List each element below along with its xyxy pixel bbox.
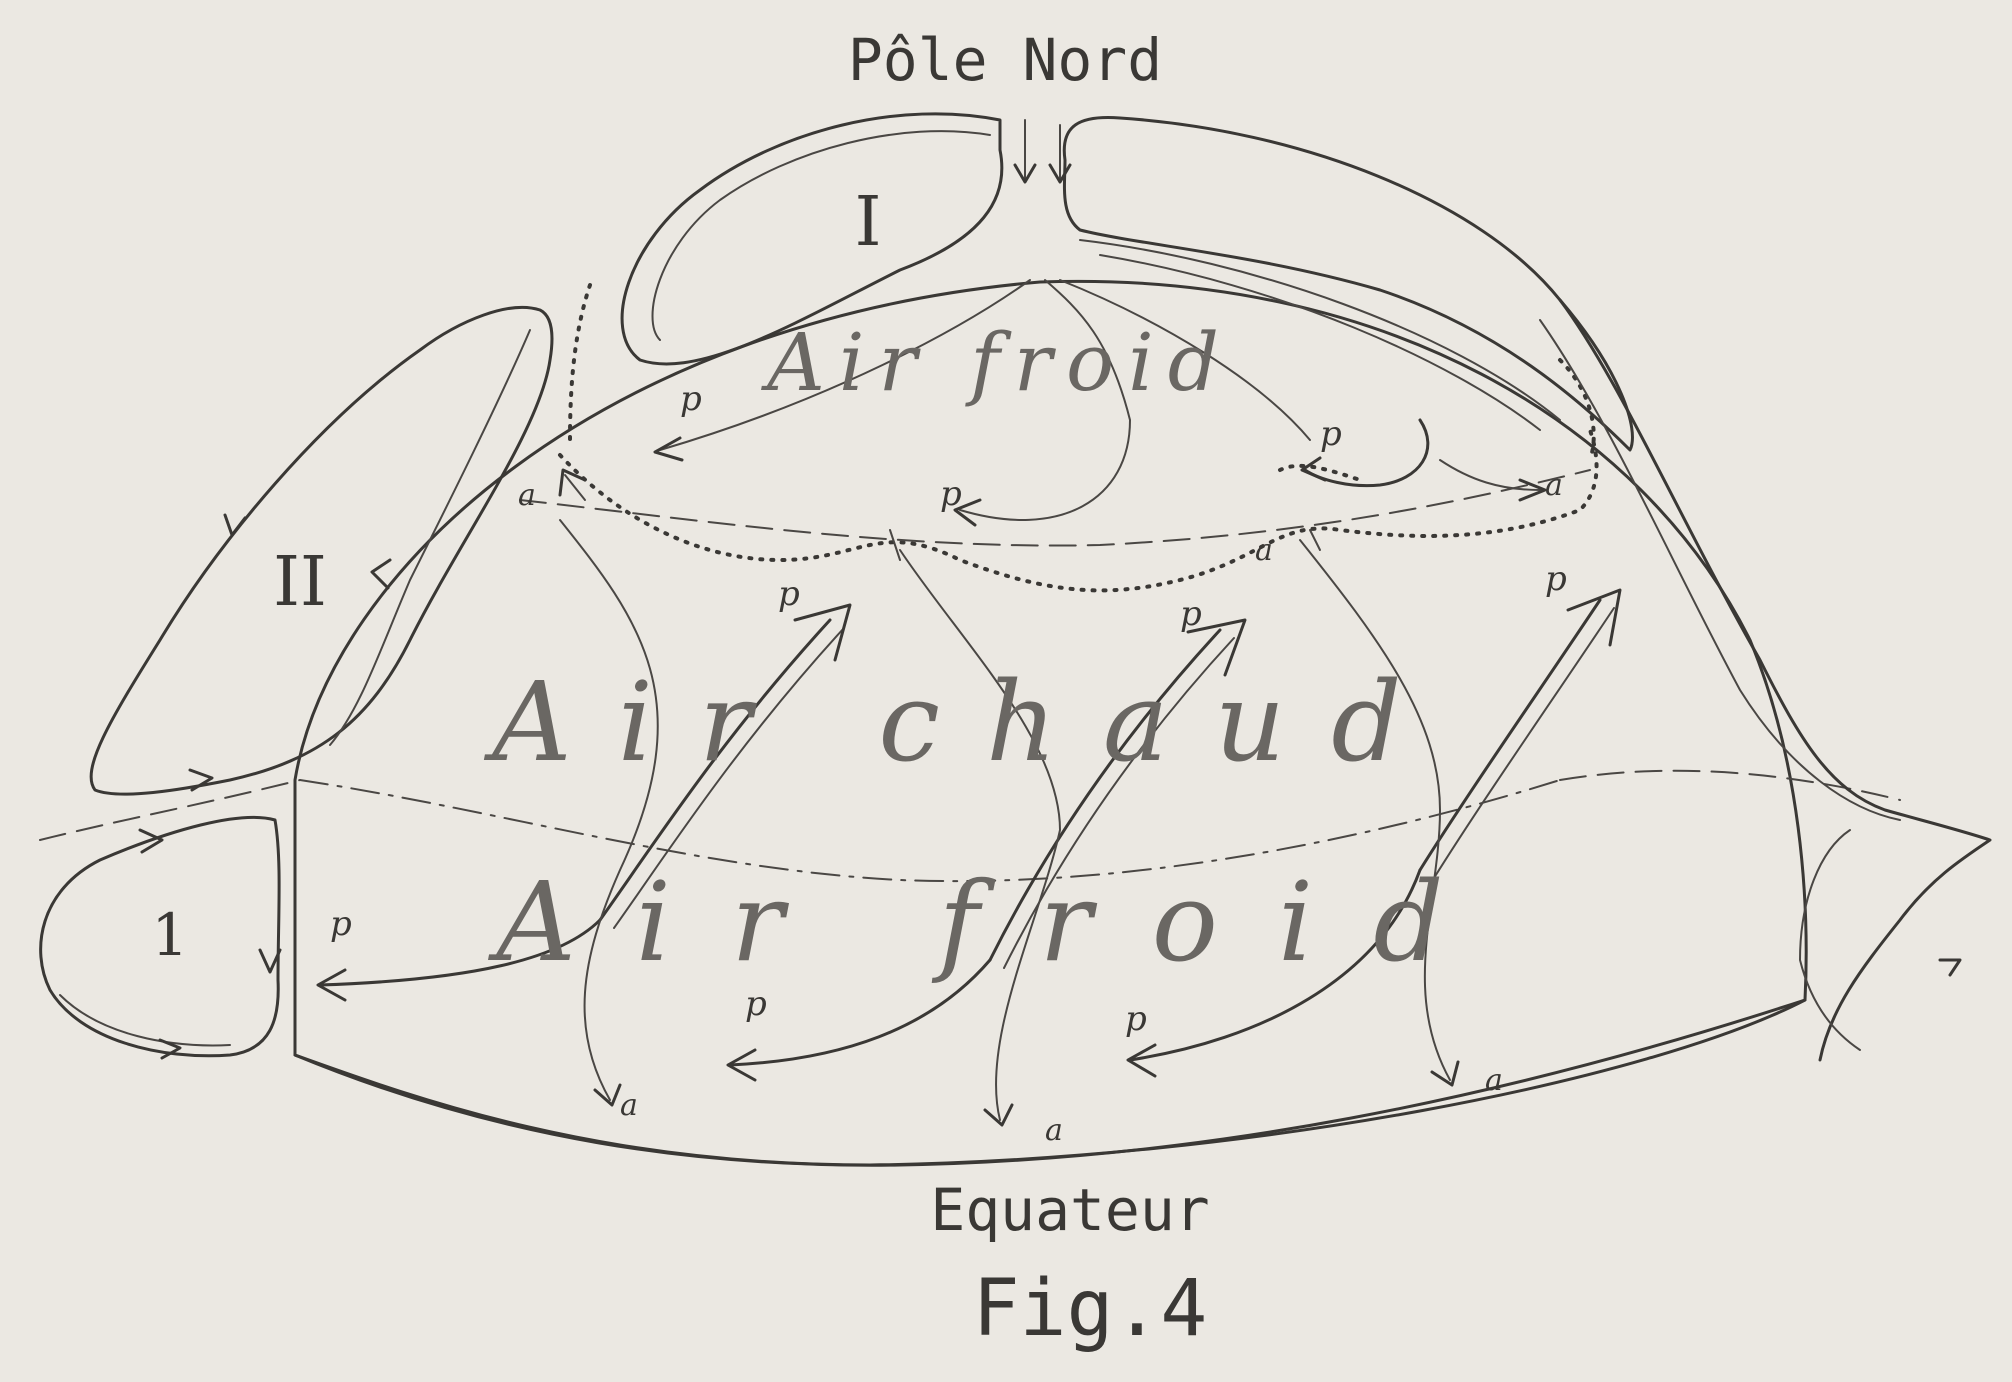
cell-I-left-label: 1: [152, 901, 189, 969]
cell-I-left-inner: [60, 995, 230, 1045]
right-equatorial-cell-inner: [1540, 320, 1900, 820]
front-boundary-left: [570, 285, 590, 440]
marker-a: a: [1255, 533, 1273, 568]
marker-a: a: [1545, 468, 1563, 503]
zone-upper-label: Air froid: [760, 316, 1233, 409]
marker-a: a: [620, 1088, 638, 1123]
bottom-label: Equateur: [930, 1176, 1209, 1244]
mid-latitude-line-right: [1560, 771, 1900, 800]
marker-p: p: [1320, 414, 1342, 454]
marker-p: p: [940, 474, 962, 514]
cold-descent-3: [1300, 540, 1450, 1080]
marker-a: a: [1045, 1113, 1063, 1148]
marker-p: p: [1125, 999, 1147, 1039]
marker-a: a: [1485, 1063, 1503, 1098]
marker-p: p: [1180, 594, 1202, 634]
zone-lower-label: Air froid: [487, 858, 1503, 986]
zone-middle-label: Air chaud: [483, 658, 1447, 786]
figure-label: Fig.4: [973, 1264, 1208, 1354]
right-equatorial-cell: [1560, 300, 1990, 1060]
front-boundary-upper: [560, 430, 1597, 590]
marker-p: p: [778, 574, 800, 614]
cell-I-top-label: I: [855, 183, 882, 262]
front-arrow-mid: [890, 530, 900, 560]
top-label: Pôle Nord: [848, 26, 1162, 94]
cold-descent-2: [900, 550, 1060, 1120]
marker-p: p: [1545, 559, 1567, 599]
warm-flow-arrow-3b: [1434, 608, 1614, 878]
marker-p: p: [680, 379, 702, 419]
marker-p: p: [745, 984, 767, 1024]
cold-descent-1: [560, 520, 658, 1100]
right-equatorial-return: [1800, 830, 1860, 1050]
cell-II-label: II: [273, 543, 327, 622]
front-arrow-right: [1310, 530, 1320, 550]
marker-a: a: [518, 478, 536, 513]
polar-front-line: [520, 470, 1590, 546]
marker-p: p: [330, 904, 352, 944]
